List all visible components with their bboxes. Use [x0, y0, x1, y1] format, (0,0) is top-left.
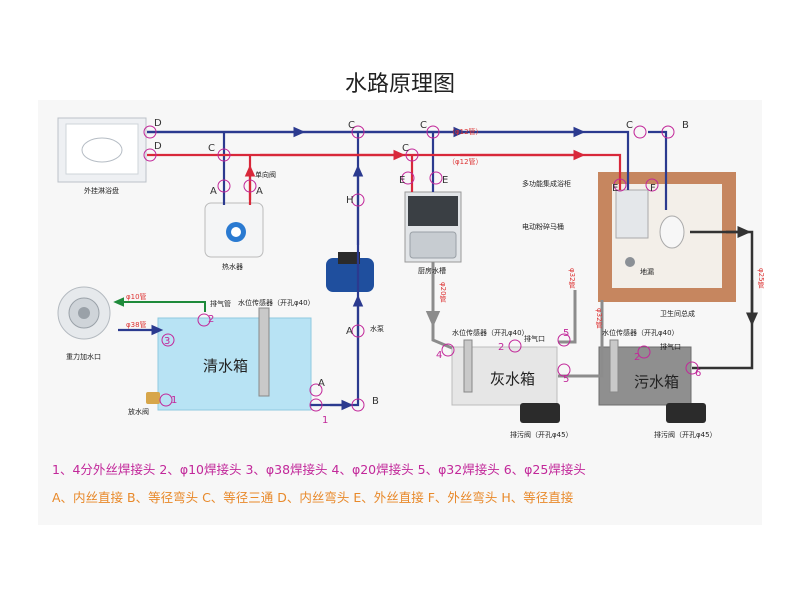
ltr-c3: C [420, 120, 427, 131]
drain-valve-icon [146, 392, 160, 404]
water-heater [204, 202, 264, 258]
shower-tray [57, 117, 147, 183]
num-2a: 2 [208, 314, 215, 325]
num-5b: 5 [563, 374, 570, 385]
vent-label: 排气管 [210, 300, 231, 308]
sink-label: 厨房水槽 [418, 267, 446, 275]
ltr-c1: C [208, 143, 215, 154]
grey-waste-valve [520, 403, 560, 423]
clear-tank-label: 清水箱 [203, 357, 249, 375]
black-waste-valve-label: 排污阀（开孔φ45） [654, 431, 717, 439]
toilet-label: 电动粉碎马桶 [522, 223, 564, 231]
num-3: 3 [164, 336, 171, 347]
level-sensors [258, 307, 619, 397]
floor-drain-label: 地漏 [640, 268, 654, 276]
num-2c: 2 [634, 352, 641, 363]
ltr-d2: D [154, 141, 162, 152]
pipe-tag-12-bottom: （φ12管） [448, 158, 483, 166]
diagram-panel [38, 100, 762, 525]
ltr-e3: E [612, 183, 619, 194]
grey-sensor-label: 水位传感器（开孔φ40） [452, 329, 529, 337]
num-5a: 5 [563, 328, 570, 339]
grey-tank-label: 灰水箱 [490, 370, 536, 388]
legend-letters: A、内丝直接 B、等径弯头 C、等径三通 D、内丝弯头 E、外丝直接 F、外丝弯… [52, 490, 574, 505]
grey-vent-port-label: 排气口 [524, 335, 545, 343]
num-6: 6 [695, 368, 702, 379]
ltr-e1: E [399, 175, 406, 186]
shower-room-label: 多功能集成浴柜 [522, 180, 571, 188]
water-pump [326, 252, 374, 292]
vent-pipe [113, 297, 206, 312]
black-tank-label: 污水箱 [634, 373, 680, 391]
grey-waste-valve-label: 排污阀（开孔φ45） [510, 431, 573, 439]
pipe-tag-32-b: φ32管 [595, 308, 603, 329]
num-1a: 1 [322, 415, 329, 426]
ltr-f: F [650, 183, 656, 194]
kitchen-sink [404, 191, 462, 263]
connectors [143, 125, 699, 412]
gravity-inlet-label: 重力加水口 [66, 353, 101, 361]
shower-tray-label: 外挂淋浴盘 [84, 187, 119, 195]
num-4: 4 [436, 350, 443, 361]
ltr-a4: A [318, 378, 325, 389]
page-title: 水路原理图 [344, 72, 455, 97]
ltr-a3: A [346, 326, 353, 337]
pipe-tag-10: φ10管 [126, 293, 147, 301]
black-vent-port-label: 排气口 [660, 343, 681, 351]
pump-label: 水泵 [370, 325, 384, 333]
black-water-pipe [690, 226, 758, 370]
ltr-e2: E [442, 175, 449, 186]
ltr-c4: C [402, 143, 409, 154]
pipe-tag-38: φ38管 [126, 321, 147, 329]
clear-tank-body [157, 317, 312, 411]
num-1b: 1 [171, 395, 178, 406]
ltr-a1: A [210, 186, 217, 197]
legend-numbers: 1、4分外丝焊接头 2、φ10焊接头 3、φ38焊接头 4、φ20焊接头 5、φ… [52, 462, 586, 477]
cold-pipes [118, 126, 668, 411]
grey-pipes [425, 262, 604, 378]
pipe-tag-12-top: （φ12管） [448, 128, 483, 136]
ltr-b2: B [372, 396, 379, 407]
black-sensor-label: 水位传感器（开孔φ40） [602, 329, 679, 337]
ltr-c5: C [626, 120, 633, 131]
pipe-tag-20: φ20管 [439, 282, 447, 303]
black-waste-valve [666, 403, 706, 423]
heater-label: 热水器 [222, 263, 243, 271]
ltr-d1: D [154, 118, 162, 129]
ltr-c2: C [348, 120, 355, 131]
gravity-inlet [57, 286, 111, 340]
num-2b: 2 [498, 342, 505, 353]
pipe-tag-25: φ25管 [757, 268, 765, 289]
pipe-tag-32-a: φ32管 [568, 268, 576, 289]
ltr-h: H [346, 195, 354, 206]
check-valve-label: 单向阀 [255, 171, 276, 179]
bath-label: 卫生间总成 [660, 310, 695, 318]
clear-sensor-label: 水位传感器（开孔φ40） [238, 299, 315, 307]
ltr-a2: A [256, 186, 263, 197]
drain-valve-label: 放水阀 [128, 408, 149, 416]
ltr-b1: B [682, 120, 689, 131]
